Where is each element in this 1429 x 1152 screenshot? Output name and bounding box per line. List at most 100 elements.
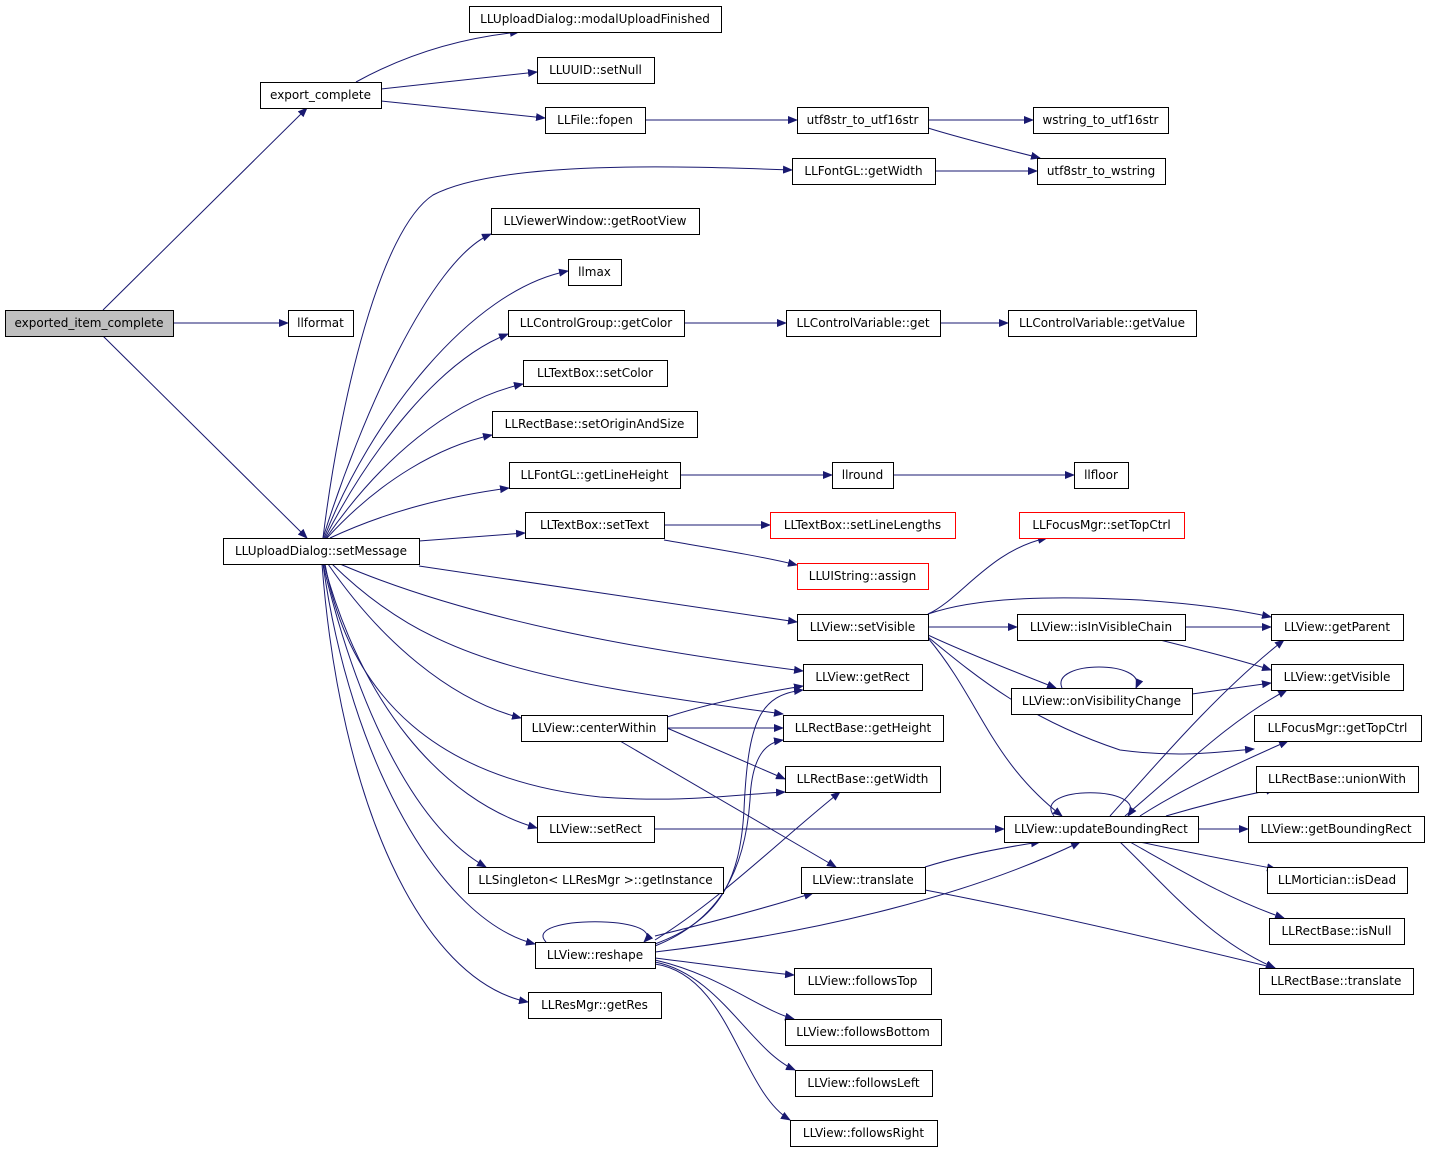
- node-box[interactable]: [1011, 688, 1193, 715]
- node-box[interactable]: [545, 107, 646, 134]
- node-cggetcolor[interactable]: LLControlGroup::getColor: [508, 310, 685, 337]
- node-box[interactable]: [1254, 715, 1422, 742]
- node-uuidsetnull[interactable]: LLUUID::setNull: [537, 57, 655, 84]
- node-box[interactable]: [509, 462, 681, 489]
- node-box[interactable]: [785, 766, 941, 793]
- node-box[interactable]: [1259, 968, 1414, 995]
- node-box[interactable]: [797, 614, 929, 641]
- node-box[interactable]: [492, 411, 698, 438]
- node-setoriginandsize[interactable]: LLRectBase::setOriginAndSize: [492, 411, 698, 438]
- node-updateboundingrect[interactable]: LLView::updateBoundingRect: [1004, 816, 1199, 843]
- node-rbgetwidth[interactable]: LLRectBase::getWidth: [785, 766, 941, 793]
- node-gettopctrl[interactable]: LLFocusMgr::getTopCtrl: [1254, 715, 1422, 742]
- node-reshape[interactable]: LLView::reshape: [535, 942, 656, 969]
- node-setmessage[interactable]: LLUploadDialog::setMessage: [223, 538, 420, 565]
- node-cvget[interactable]: LLControlVariable::get: [786, 310, 941, 337]
- node-box[interactable]: [785, 1019, 942, 1046]
- node-wstring-to-utf16str[interactable]: wstring_to_utf16str: [1033, 107, 1169, 134]
- node-box[interactable]: [1017, 614, 1186, 641]
- node-getrect[interactable]: LLView::getRect: [803, 664, 923, 691]
- node-isinvisiblechain[interactable]: LLView::isInVisibleChain: [1017, 614, 1186, 641]
- node-box[interactable]: [1033, 107, 1169, 134]
- node-box[interactable]: [491, 208, 700, 235]
- node-box[interactable]: [770, 512, 956, 539]
- node-box[interactable]: [1269, 918, 1405, 945]
- node-box[interactable]: [1256, 766, 1419, 793]
- node-box[interactable]: [469, 6, 722, 33]
- node-setvisible[interactable]: LLView::setVisible: [797, 614, 929, 641]
- node-box[interactable]: [525, 512, 665, 539]
- node-box[interactable]: [795, 1070, 933, 1097]
- node-followsright[interactable]: LLView::followsRight: [790, 1120, 938, 1147]
- node-onvisibilitychange[interactable]: LLView::onVisibilityChange: [1011, 688, 1193, 715]
- node-exported-item-complete[interactable]: exported_item_complete: [5, 310, 174, 337]
- node-utf8str-to-utf16str[interactable]: utf8str_to_utf16str: [797, 107, 929, 134]
- node-box[interactable]: [1008, 310, 1197, 337]
- node-box[interactable]: [783, 715, 944, 742]
- node-setlinelengths[interactable]: LLTextBox::setLineLengths: [770, 512, 956, 539]
- node-box[interactable]: [797, 107, 929, 134]
- node-box[interactable]: [1271, 614, 1404, 641]
- node-box[interactable]: [801, 867, 926, 894]
- node-box[interactable]: [521, 715, 668, 742]
- node-fontgetwidth[interactable]: LLFontGL::getWidth: [792, 158, 936, 185]
- node-box[interactable]: [790, 1120, 938, 1147]
- node-utf8str-to-wstring[interactable]: utf8str_to_wstring: [1037, 158, 1166, 185]
- node-centerwithin[interactable]: LLView::centerWithin: [521, 715, 668, 742]
- node-getvisible[interactable]: LLView::getVisible: [1271, 664, 1404, 691]
- node-box[interactable]: [803, 664, 923, 691]
- node-box[interactable]: [523, 360, 668, 387]
- node-box[interactable]: [832, 462, 894, 489]
- node-getrootview[interactable]: LLViewerWindow::getRootView: [491, 208, 700, 235]
- node-followsleft[interactable]: LLView::followsLeft: [795, 1070, 933, 1097]
- node-tbsetcolor[interactable]: LLTextBox::setColor: [523, 360, 668, 387]
- node-box[interactable]: [1248, 816, 1425, 843]
- node-box[interactable]: [1004, 816, 1199, 843]
- node-setrect[interactable]: LLView::setRect: [537, 816, 655, 843]
- node-box[interactable]: [468, 867, 724, 894]
- node-llformat[interactable]: llformat: [288, 310, 354, 337]
- node-uiassign[interactable]: LLUIString::assign: [797, 563, 929, 590]
- node-box[interactable]: [223, 538, 420, 565]
- node-getboundingrect[interactable]: LLView::getBoundingRect: [1248, 816, 1425, 843]
- node-box[interactable]: [794, 968, 932, 995]
- node-box[interactable]: [528, 992, 662, 1019]
- node-cvgetvalue[interactable]: LLControlVariable::getValue: [1008, 310, 1197, 337]
- node-box[interactable]: [537, 816, 655, 843]
- node-export-complete[interactable]: export_complete: [260, 82, 382, 109]
- node-box[interactable]: [797, 563, 929, 590]
- node-modaluploadfinished[interactable]: LLUploadDialog::modalUploadFinished: [469, 6, 722, 33]
- node-tbsettext[interactable]: LLTextBox::setText: [525, 512, 665, 539]
- node-box[interactable]: [288, 310, 354, 337]
- node-box[interactable]: [535, 942, 656, 969]
- node-unionwith[interactable]: LLRectBase::unionWith: [1256, 766, 1419, 793]
- node-followstop[interactable]: LLView::followsTop: [794, 968, 932, 995]
- node-isnull[interactable]: LLRectBase::isNull: [1269, 918, 1405, 945]
- node-rbgetheight[interactable]: LLRectBase::getHeight: [783, 715, 944, 742]
- node-llround[interactable]: llround: [832, 462, 894, 489]
- node-box[interactable]: [568, 259, 622, 286]
- node-box[interactable]: [1271, 664, 1404, 691]
- node-followsbottom[interactable]: LLView::followsBottom: [785, 1019, 942, 1046]
- node-rbtranslate[interactable]: LLRectBase::translate: [1259, 968, 1414, 995]
- node-box[interactable]: [1019, 512, 1185, 539]
- node-getinstance[interactable]: LLSingleton< LLResMgr >::getInstance: [468, 867, 724, 894]
- node-getres[interactable]: LLResMgr::getRes: [528, 992, 662, 1019]
- node-llfloor[interactable]: llfloor: [1074, 462, 1129, 489]
- node-box[interactable]: [786, 310, 941, 337]
- node-getparent[interactable]: LLView::getParent: [1271, 614, 1404, 641]
- node-box[interactable]: [1074, 462, 1129, 489]
- node-isdead[interactable]: LLMortician::isDead: [1267, 867, 1408, 894]
- node-box[interactable]: [537, 57, 655, 84]
- node-settopctrl[interactable]: LLFocusMgr::setTopCtrl: [1019, 512, 1185, 539]
- node-box[interactable]: [508, 310, 685, 337]
- node-box[interactable]: [260, 82, 382, 109]
- node-filefopen[interactable]: LLFile::fopen: [545, 107, 646, 134]
- node-getlineheight[interactable]: LLFontGL::getLineHeight: [509, 462, 681, 489]
- node-translate[interactable]: LLView::translate: [801, 867, 926, 894]
- node-box[interactable]: [1037, 158, 1166, 185]
- node-box[interactable]: [1267, 867, 1408, 894]
- node-box[interactable]: [5, 310, 174, 337]
- node-llmax[interactable]: llmax: [568, 259, 622, 286]
- node-box[interactable]: [792, 158, 936, 185]
